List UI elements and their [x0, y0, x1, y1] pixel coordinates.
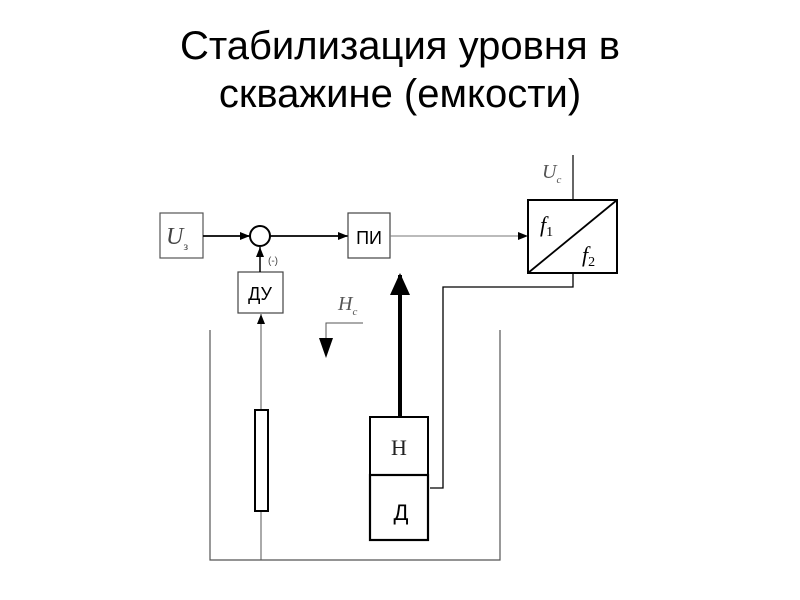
pump-block: Н	[369, 416, 429, 476]
svg-text:ПИ: ПИ	[356, 228, 382, 248]
svg-text:f2: f2	[582, 242, 595, 270]
title-line-1: Стабилизация уровня в	[180, 24, 620, 68]
pi-controller-block: ПИ	[347, 212, 391, 259]
setpoint-block: Uз	[159, 212, 204, 259]
svg-text:Uз: Uз	[166, 224, 188, 253]
well-tank	[209, 330, 501, 561]
motor-power-line	[430, 273, 574, 489]
svg-text:Н: Н	[391, 435, 407, 460]
level-sensor	[254, 409, 269, 512]
slide-title: Стабилизация уровня в скважине (емкости)	[0, 22, 800, 118]
supply-voltage-label: Uc	[542, 161, 561, 186]
svg-text:f1: f1	[540, 212, 553, 240]
motor-block: Д	[368, 473, 430, 542]
title-line-2: скважине (емкости)	[218, 72, 582, 116]
minus-sign-label: (-)	[268, 256, 278, 267]
level-indicator	[325, 322, 363, 345]
svg-text:ДУ: ДУ	[248, 284, 272, 304]
level-transducer-block: ДУ	[237, 271, 284, 314]
svg-text:Д: Д	[394, 500, 409, 525]
level-label: Hc	[337, 293, 357, 318]
level-down-arrow-icon	[319, 338, 333, 358]
summing-junction	[249, 225, 271, 247]
frequency-converter-block: f1 f2	[527, 199, 618, 274]
